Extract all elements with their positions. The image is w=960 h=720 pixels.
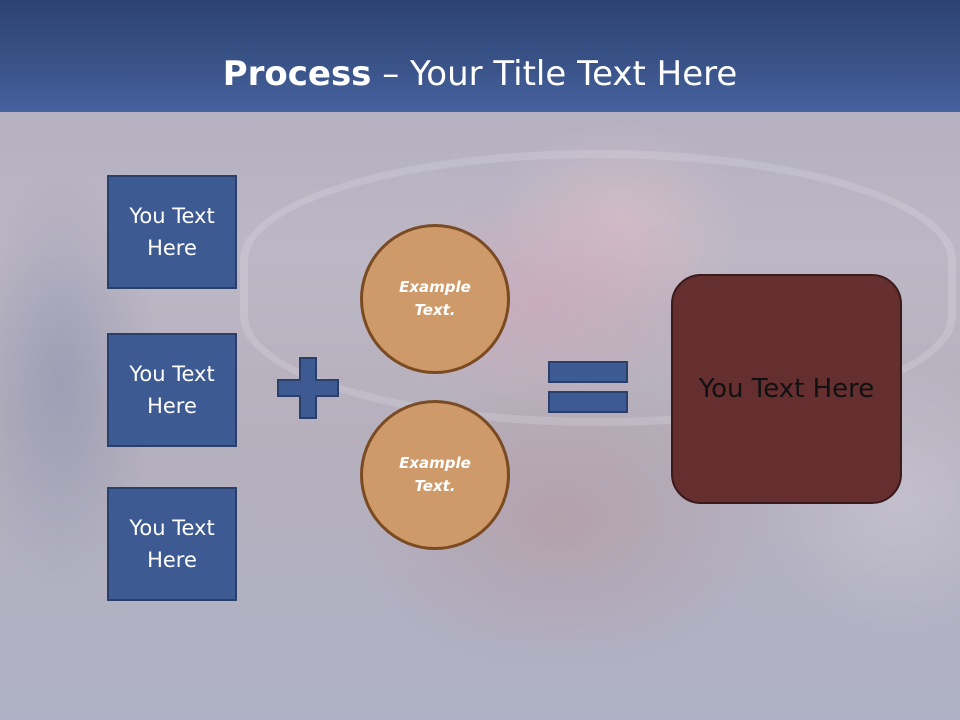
input-box-1-text: You Text Here (129, 204, 215, 260)
input-box-1[interactable]: You Text Here (107, 175, 237, 289)
example-circle-2-text: Example Text. (399, 454, 471, 495)
result-box[interactable]: You Text Here (671, 274, 902, 504)
equals-icon[interactable] (548, 360, 628, 414)
slide-title[interactable]: Process – Your Title Text Here (0, 52, 960, 96)
slide-title-bold: Process (222, 54, 372, 94)
input-box-3[interactable]: You Text Here (107, 487, 237, 601)
example-circle-1-text: Example Text. (399, 278, 471, 319)
example-circle-1[interactable]: Example Text. (360, 224, 510, 374)
result-box-text: You Text Here (698, 374, 875, 404)
plus-icon[interactable] (276, 356, 340, 420)
title-bar (0, 0, 960, 112)
input-box-3-text: You Text Here (129, 516, 215, 572)
slide-title-rest: – Your Title Text Here (371, 54, 738, 94)
glass-rim-decoration (240, 150, 956, 426)
example-circle-2[interactable]: Example Text. (360, 400, 510, 550)
input-box-2[interactable]: You Text Here (107, 333, 237, 447)
input-box-2-text: You Text Here (129, 362, 215, 418)
